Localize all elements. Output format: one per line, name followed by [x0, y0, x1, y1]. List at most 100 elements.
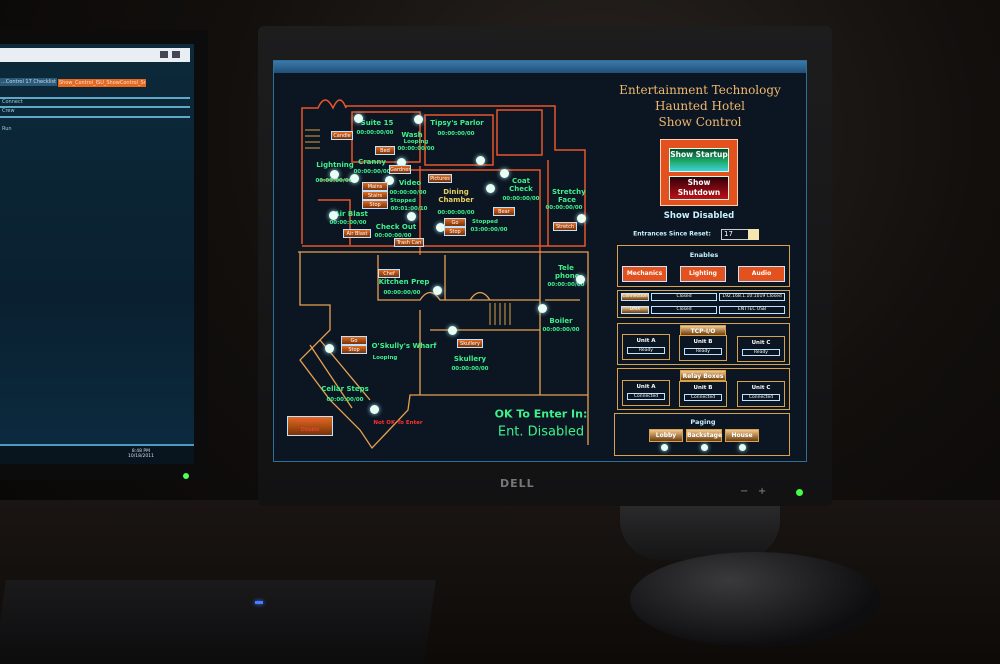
stairs-button[interactable]: Stairs	[362, 191, 388, 200]
page-lobby-button[interactable]: Lobby	[649, 429, 683, 442]
reset-button[interactable]	[748, 229, 759, 240]
timer: 00:00:00/00	[545, 205, 583, 211]
connection-info: ENTTEC USB	[719, 306, 785, 314]
chef-button[interactable]: Chef	[378, 269, 400, 278]
show-startup-button[interactable]: Show Startup	[669, 148, 729, 172]
monitor-power-button[interactable]	[796, 489, 803, 496]
mouse	[630, 552, 880, 647]
status: Looping	[372, 355, 398, 361]
status: Stopped	[472, 219, 498, 225]
ok-to-enter-label: OK To Enter In:	[494, 407, 588, 421]
tab-checklist[interactable]: ...Control 17 Checklist	[0, 78, 58, 86]
list-item[interactable]: Crew	[2, 108, 15, 114]
mechanics-toggle[interactable]: Mechanics	[622, 266, 667, 282]
relay-label: Relay Boxes	[680, 370, 726, 381]
ok-to-enter-value: Ent. Disabled	[497, 424, 585, 440]
connection-info: 192.168.1.10:1019 Closed	[719, 293, 785, 301]
timer: 00:00:00/00	[329, 220, 367, 226]
sensor-indicator	[350, 174, 359, 183]
sensor-indicator	[354, 114, 363, 123]
timer: 00:00:00/00	[389, 190, 427, 196]
paging-label: Paging	[690, 418, 716, 426]
timer: 03:00:00/00	[470, 227, 508, 233]
sensor-indicator	[576, 275, 585, 284]
skullery-button[interactable]: Skullery	[457, 339, 483, 348]
list-item[interactable]: Run	[2, 126, 12, 132]
connection-state: Closed	[651, 306, 717, 314]
sensor-indicator	[436, 223, 445, 232]
sensor-indicator	[433, 286, 442, 295]
close-button[interactable]	[172, 51, 180, 58]
gardner-button[interactable]: Gardner	[389, 165, 411, 174]
room-stretchy-face: Stretchy Face	[552, 188, 586, 204]
show-status: Show Disabled	[663, 211, 735, 221]
timer: 00:00:00/00	[397, 146, 435, 152]
room-lightning: Lightning	[316, 161, 354, 169]
timer: 00:00:00/00	[353, 169, 391, 175]
room-coat-check: Coat Check	[509, 177, 533, 193]
connection-state: Closed	[651, 293, 717, 301]
lighting-toggle[interactable]: Lighting	[680, 266, 726, 282]
paging-panel: Paging Lobby Backstage House	[614, 413, 790, 456]
page-house-button[interactable]: House	[725, 429, 759, 442]
room-skullery: Skullery	[453, 355, 487, 363]
air-blast-button[interactable]: Air Blast	[343, 229, 371, 238]
timer: 00:00:00/00	[437, 210, 475, 216]
stop-button[interactable]: Stop	[444, 227, 466, 236]
paging-indicator	[661, 444, 668, 451]
timer: 00:00:00/00	[326, 397, 364, 403]
monitor-buttons[interactable]: − +	[740, 486, 767, 497]
list-item[interactable]: Connect	[2, 99, 23, 105]
go-button[interactable]: Go	[341, 336, 367, 345]
trash-can-button[interactable]: Trash Can	[394, 238, 424, 247]
audio-toggle[interactable]: Audio	[738, 266, 785, 282]
room-air-blast: Air Blast	[334, 210, 368, 218]
not-ok-to-enter: Not OK To Enter	[373, 420, 423, 426]
bed-button[interactable]: Bed	[375, 146, 395, 155]
emergency-disable-button[interactable]: Emergency Disable	[287, 416, 333, 436]
keyboard	[0, 580, 436, 664]
sensor-indicator	[577, 214, 586, 223]
sensor-indicator	[370, 405, 379, 414]
candle-button[interactable]: Candle	[331, 131, 353, 140]
sensor-indicator	[414, 115, 423, 124]
sensor-indicator	[500, 169, 509, 178]
monitor-stand	[620, 505, 780, 560]
timer: 00:00:00/00	[437, 131, 475, 137]
go-button[interactable]: Go	[444, 218, 466, 227]
stop-button[interactable]: Stop	[362, 200, 388, 209]
room-tipsy: Tipsy's Parlor	[430, 119, 484, 127]
sensor-indicator	[407, 212, 416, 221]
sensor-indicator	[486, 184, 495, 193]
mains-button[interactable]: Mains	[362, 182, 388, 191]
status: Stopped	[390, 198, 416, 204]
stretch-button[interactable]: Stretch	[553, 222, 577, 231]
paging-indicator	[739, 444, 746, 451]
minimize-button[interactable]	[160, 51, 168, 58]
timer: 00:00:00/00	[502, 196, 540, 202]
power-led	[183, 473, 189, 479]
tab-show-control[interactable]: Show_Control_ISU_ShowControl_Sr.vi	[58, 79, 146, 87]
bear-button[interactable]: Bear	[493, 207, 515, 216]
entrances-label: Entrances Since Reset:	[633, 230, 711, 238]
stop-button[interactable]: Stop	[341, 345, 367, 354]
sensor-indicator	[330, 170, 339, 179]
show-control-block: Show Startup Show Shutdown	[660, 139, 738, 206]
left-screen: ...Control 17 Checklist Show_Control_ISU…	[0, 44, 194, 464]
show-shutdown-button[interactable]: Show Shutdown	[669, 176, 729, 200]
app-titlebar	[274, 61, 806, 73]
timer: 00:00:00/00	[315, 178, 353, 184]
pictures-button[interactable]: Pictures	[428, 174, 452, 183]
page-backstage-button[interactable]: Backstage	[686, 429, 722, 442]
sensor-indicator	[538, 304, 547, 313]
